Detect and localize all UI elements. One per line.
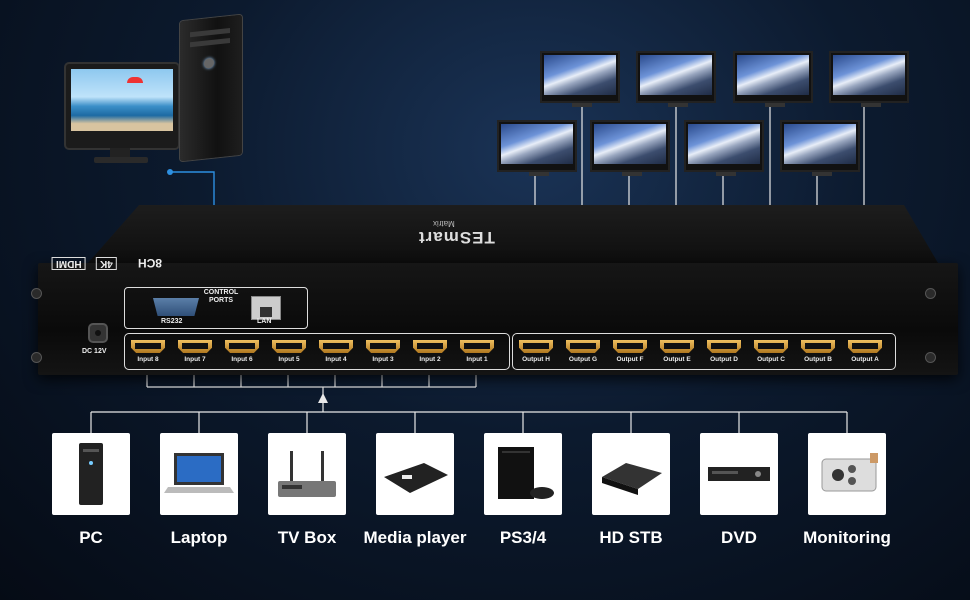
output-port-label: Output E xyxy=(663,356,691,363)
dvd-player-icon xyxy=(708,467,770,481)
device-security-camera xyxy=(808,433,886,515)
pc-tower-icon xyxy=(79,443,103,505)
output-port-7[interactable] xyxy=(801,340,835,353)
game-console-icon xyxy=(498,447,554,499)
device-pc-tower xyxy=(52,433,130,515)
input-port-label: Input 7 xyxy=(184,356,206,363)
input-port-3[interactable] xyxy=(225,340,259,353)
output-port-2[interactable] xyxy=(566,340,600,353)
tv-box-icon xyxy=(278,451,336,497)
output-port-1[interactable] xyxy=(519,340,553,353)
display-tv-icon xyxy=(684,120,764,176)
input-port-label: Input 5 xyxy=(278,356,300,363)
lan-label: LAN xyxy=(257,318,272,325)
input-port-label: Input 8 xyxy=(137,356,159,363)
input-port-5[interactable] xyxy=(319,340,353,353)
input-port-2[interactable] xyxy=(178,340,212,353)
set-top-box-icon xyxy=(602,463,662,495)
hdmi-matrix-switch: TESmart Matrix HDMI 4K 8CH CONTROL PORTS… xyxy=(32,205,958,375)
hdmi-logo: HDMI xyxy=(52,257,86,270)
wire-node xyxy=(167,169,173,175)
pc-tower-icon xyxy=(180,14,242,162)
device-laptop xyxy=(160,433,238,515)
matrix-front-panel xyxy=(38,263,958,375)
security-camera-icon xyxy=(821,453,878,492)
display-tv-icon xyxy=(829,51,909,107)
laptop-icon xyxy=(164,453,234,493)
display-tv-icon xyxy=(636,51,716,107)
output-port-4[interactable] xyxy=(660,340,694,353)
output-port-label: Output D xyxy=(710,356,738,363)
output-port-6[interactable] xyxy=(754,340,788,353)
matrix-top-panel xyxy=(88,205,938,263)
dc-power-jack[interactable] xyxy=(90,325,106,341)
output-port-8[interactable] xyxy=(848,340,882,353)
device-media-player xyxy=(376,433,454,515)
input-port-label: Input 2 xyxy=(419,356,441,363)
output-port-label: Output A xyxy=(851,356,879,363)
device-dvd-player xyxy=(700,433,778,515)
input-port-label: Input 4 xyxy=(325,356,347,363)
device-label: Laptop xyxy=(170,528,228,547)
output-port-3[interactable] xyxy=(613,340,647,353)
input-port-7[interactable] xyxy=(413,340,447,353)
brand-logo: TESmart xyxy=(418,228,495,247)
dc-label: DC 12V xyxy=(82,348,107,355)
control-ports-panel: CONTROL PORTS RS232 LAN xyxy=(124,287,308,329)
input-port-label: Input 1 xyxy=(466,356,488,363)
input-ports-group: Input 8 Input 7 Input 6 Input 5 Input 4 Input… xyxy=(124,333,510,370)
resolution-badge: 4K xyxy=(96,257,117,270)
output-port-label: Output F xyxy=(616,356,644,363)
input-port-8[interactable] xyxy=(460,340,494,353)
display-tv-icon xyxy=(590,120,670,176)
device-label: Media player xyxy=(363,528,467,547)
device-label: TV Box xyxy=(277,528,337,547)
device-label: Monitoring xyxy=(803,528,891,547)
output-port-5[interactable] xyxy=(707,340,741,353)
output-port-label: Output H xyxy=(522,356,550,363)
display-tv-icon xyxy=(733,51,813,107)
monitor-screen xyxy=(71,69,173,131)
rs232-port[interactable] xyxy=(153,298,199,316)
display-tv-icon xyxy=(540,51,620,107)
device-set-top-box xyxy=(592,433,670,515)
device-label: HD STB xyxy=(599,528,663,547)
device-label: PS3/4 xyxy=(499,528,547,547)
media-player-icon xyxy=(384,463,448,493)
display-tv-icon xyxy=(780,120,860,176)
device-game-console xyxy=(484,433,562,515)
input-port-label: Input 6 xyxy=(231,356,253,363)
input-port-1[interactable] xyxy=(131,340,165,353)
device-label: PC xyxy=(79,528,103,547)
computer-monitor xyxy=(66,64,178,148)
upload-arrow xyxy=(318,393,328,403)
source-computer xyxy=(62,14,252,168)
input-port-6[interactable] xyxy=(366,340,400,353)
output-port-label: Output B xyxy=(804,356,832,363)
input-port-label: Input 3 xyxy=(372,356,394,363)
device-label: DVD xyxy=(721,528,757,547)
device-tv-box xyxy=(268,433,346,515)
brand-subtitle: Matrix xyxy=(433,219,455,228)
channel-badge: 8CH xyxy=(138,256,163,270)
input-port-4[interactable] xyxy=(272,340,306,353)
rs232-label: RS232 xyxy=(161,318,183,325)
display-tv-icon xyxy=(497,120,577,176)
output-port-label: Output G xyxy=(568,356,598,363)
output-port-label: Output C xyxy=(757,356,785,363)
lan-port[interactable] xyxy=(251,296,281,320)
control-ports-title: CONTROL PORTS xyxy=(203,289,239,304)
output-ports-group: Output H Output G Output F Output E Output D… xyxy=(512,333,896,370)
